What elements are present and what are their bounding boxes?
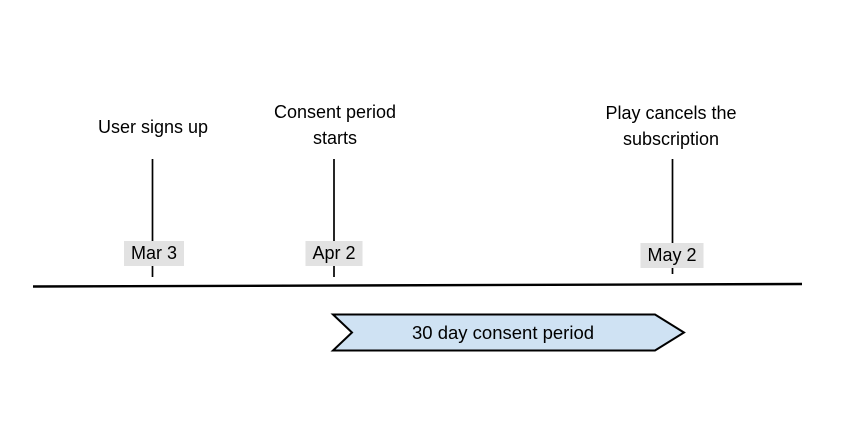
timeline-axis bbox=[32, 282, 803, 288]
event-date-mar3: Mar 3 bbox=[123, 241, 185, 266]
consent-period-banner-label: 30 day consent period bbox=[411, 322, 595, 343]
event-title-play-cancels-subscription: Play cancels the subscription bbox=[605, 103, 737, 149]
event-date-may2: May 2 bbox=[640, 243, 704, 268]
consent-period-banner-shape bbox=[330, 313, 686, 352]
event-date-apr2: Apr 2 bbox=[305, 241, 363, 266]
event-title-user-signs-up: User signs up bbox=[97, 117, 209, 137]
event-title-consent-period-starts: Consent period starts bbox=[273, 102, 397, 148]
